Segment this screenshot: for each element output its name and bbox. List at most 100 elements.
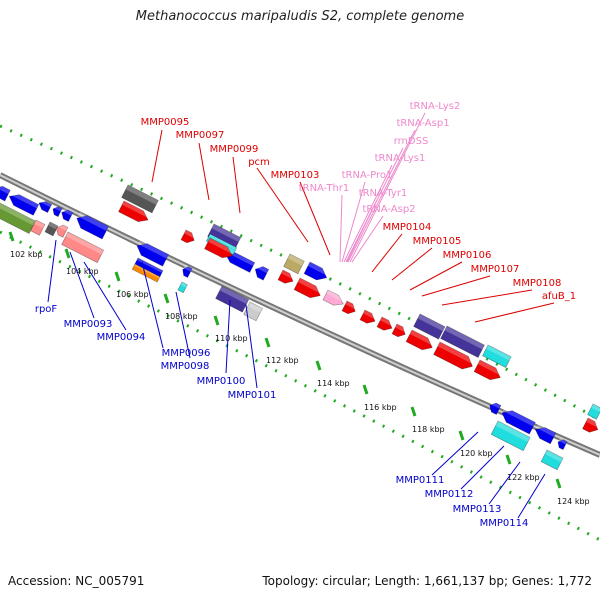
gene-arrow — [534, 424, 557, 445]
gene-arrow — [391, 323, 408, 338]
gene-arrow — [61, 231, 105, 264]
gene-label-rpof: rpoF — [35, 304, 58, 315]
leader-line — [346, 199, 378, 263]
kbp-tick-mark — [213, 315, 220, 326]
gene-arrow — [38, 199, 53, 213]
leader-line — [347, 129, 416, 263]
kbp-tick-label: 124 kbp — [557, 497, 590, 506]
gene-arrow — [540, 449, 564, 471]
gene-arrow — [489, 401, 502, 415]
gene-arrow — [490, 420, 531, 452]
kbp-tick-label: 114 kbp — [317, 379, 350, 388]
gene-label-mmp0098: MMP0098 — [161, 361, 210, 372]
kbp-tick-mark — [555, 478, 562, 489]
gene-arrow — [118, 200, 151, 223]
gene-arrow — [473, 359, 504, 381]
gene-arrow — [359, 309, 378, 324]
leader-line — [409, 261, 463, 291]
gene-arrow — [433, 341, 476, 370]
kbp-tick-mark — [505, 454, 512, 465]
leader-line — [339, 194, 343, 263]
gene-arrow — [30, 219, 46, 236]
gene-label-pcm: pcm — [248, 157, 270, 168]
gene-arrow — [254, 264, 270, 281]
leader-line — [83, 261, 127, 331]
map-title: Methanococcus maripaludis S2, complete g… — [135, 9, 465, 24]
gene-arrow — [293, 277, 324, 299]
gene-arrow — [180, 229, 197, 244]
kbp-tick-label: 102 kbp — [10, 250, 43, 259]
gene-arrow — [182, 265, 193, 279]
gene-arrow — [215, 285, 250, 313]
gene-label-mmp0104: MMP0104 — [383, 222, 432, 233]
kbp-tick-mark — [8, 231, 15, 242]
kbp-tick-mark — [114, 271, 121, 282]
gene-label-mmp0097: MMP0097 — [176, 130, 225, 141]
kbp-tick-label: 116 kbp — [364, 403, 397, 412]
gene-arrow — [283, 253, 305, 275]
leader-line — [431, 431, 479, 476]
gene-label-mmp0114: MMP0114 — [480, 518, 529, 529]
leader-line — [256, 167, 309, 243]
gene-arrow — [76, 212, 109, 240]
gene-label-mmp0095: MMP0095 — [141, 117, 190, 128]
kbp-tick-label: 110 kbp — [215, 334, 248, 343]
leader-line — [517, 473, 546, 519]
kbp-tick-label: 106 kbp — [116, 290, 149, 299]
kbp-tick-label: 112 kbp — [266, 356, 299, 365]
gene-label-afub-1: afuB_1 — [542, 291, 576, 302]
leader-line — [488, 461, 521, 505]
gene-arrow — [0, 201, 36, 235]
gene-arrow — [136, 240, 169, 267]
gene-label-mmp0112: MMP0112 — [425, 489, 474, 500]
gene-arrow — [131, 263, 161, 283]
leader-line — [175, 291, 191, 359]
gene-arrow — [44, 221, 59, 237]
gene-label-mmp0100: MMP0100 — [197, 376, 246, 387]
gene-label-mmp0105: MMP0105 — [413, 236, 462, 247]
gene-label-mmp0099: MMP0099 — [210, 144, 259, 155]
leader-line — [69, 251, 95, 319]
kbp-tick-mark — [64, 248, 71, 259]
gene-arrow — [8, 191, 40, 216]
gene-label-trna-asp1: tRNA-Asp1 — [396, 118, 449, 129]
gene-arrow — [56, 223, 69, 238]
gene-arrow — [322, 289, 346, 306]
leader-line — [225, 299, 231, 374]
leader-line — [421, 275, 491, 297]
leader-line — [341, 181, 366, 263]
leader-line — [460, 445, 505, 490]
kbp-tick-mark — [315, 360, 322, 371]
kbp-tick-label: 104 kbp — [66, 267, 99, 276]
gene-label-mmp0093: MMP0093 — [64, 319, 113, 330]
gene-arrow — [405, 329, 436, 351]
outer-dotted-track — [0, 124, 600, 422]
gene-arrow — [52, 205, 63, 218]
gene-arrow — [121, 184, 159, 214]
gene-features — [0, 183, 600, 471]
leader-line — [232, 156, 241, 214]
gene-label-mmp0101: MMP0101 — [228, 390, 277, 401]
leader-line — [441, 289, 533, 306]
leader-line — [474, 302, 555, 323]
gene-arrow — [440, 325, 485, 359]
gene-arrow — [243, 301, 263, 322]
gene-label-trna-tyr1: tRNA-Tyr1 — [359, 188, 408, 199]
gene-arrow — [376, 316, 395, 331]
gene-label-mmp0096: MMP0096 — [162, 348, 211, 359]
leader-line — [141, 261, 164, 349]
genome-summary: Topology: circular; Length: 1,661,137 bp… — [262, 574, 592, 588]
gene-arrow — [277, 269, 296, 284]
gene-arrow — [341, 300, 358, 315]
kbp-tick-label: 120 kbp — [460, 449, 493, 458]
label-leader-lines — [47, 112, 555, 519]
gene-label-mmp0111: MMP0111 — [396, 475, 445, 486]
gene-label-mmp0103: MMP0103 — [271, 170, 320, 181]
kbp-tick-label: 118 kbp — [412, 425, 445, 434]
gene-label-trna-pro1: tRNA-Pro1 — [342, 170, 393, 181]
leader-line — [349, 112, 426, 263]
accession-label: Accession: NC_005791 — [8, 574, 145, 588]
